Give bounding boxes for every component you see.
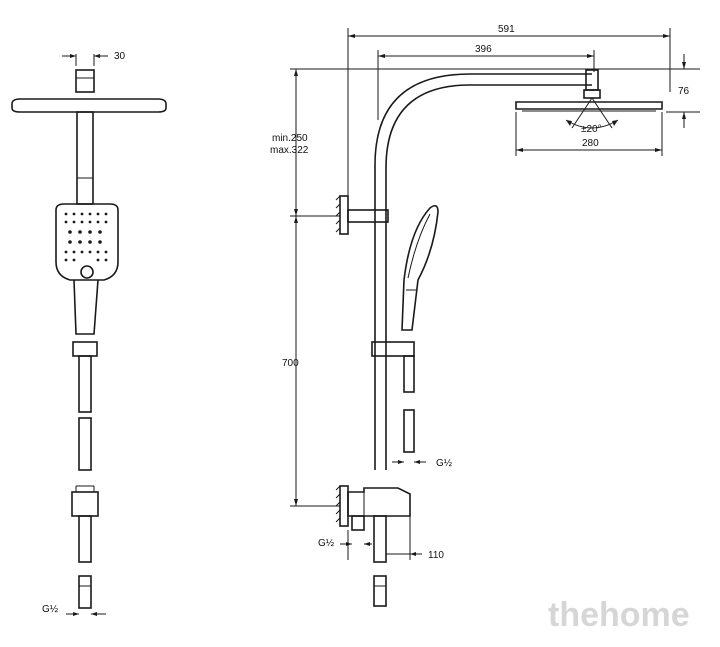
- front-hand-shower-handle: [73, 279, 99, 335]
- side-head-connector: [585, 69, 599, 91]
- side-wall-bracket-lower: [339, 485, 349, 527]
- front-hand-shower-head: [55, 203, 119, 281]
- dim-thread-hose: G½: [436, 458, 453, 469]
- dim-height-max: max.322: [270, 145, 309, 156]
- front-rain-head: [11, 98, 167, 113]
- side-view: 591 396 ±20° 76: [270, 24, 700, 607]
- side-rain-head: [515, 101, 663, 110]
- front-diverter: [71, 491, 99, 517]
- front-hose-segment: [78, 355, 92, 413]
- front-head-connector: [75, 69, 95, 93]
- side-slider-bracket: [371, 341, 415, 357]
- side-hose-segment: [403, 409, 415, 453]
- front-spray-nozzles: [64, 212, 108, 262]
- side-riser-clamp: [347, 209, 389, 223]
- side-riser-arm-outer: [374, 73, 592, 470]
- dim-tilt-angle: ±20°: [581, 124, 602, 135]
- side-wall-bracket-upper: [339, 195, 349, 235]
- front-slider-bracket: [72, 341, 98, 357]
- side-lower-hose: [373, 515, 387, 563]
- dim-width-591: 591: [498, 24, 515, 35]
- front-hose-segment: [78, 417, 92, 471]
- side-hose-segment: [403, 355, 415, 393]
- watermark-logo: thehome: [548, 596, 690, 634]
- side-hand-shower: [401, 204, 439, 331]
- dim-arm-30: 30: [114, 51, 126, 62]
- dim-width-396: 396: [475, 44, 492, 55]
- side-outlet-fitting: [351, 515, 365, 531]
- front-view: 30 G½: [11, 51, 167, 616]
- front-inlet-fitting: [78, 575, 92, 609]
- dim-height-700: 700: [282, 358, 299, 369]
- dim-depth-110: 110: [428, 550, 444, 561]
- dim-head-width-280: 280: [582, 138, 599, 149]
- side-inlet-fitting: [373, 575, 387, 607]
- side-diverter-valve: [347, 487, 411, 517]
- dim-head-height-76: 76: [678, 86, 690, 97]
- side-riser-arm-inner: [385, 84, 592, 470]
- front-spray-selector-button: [80, 265, 94, 279]
- dim-height-min: min.250: [272, 133, 308, 144]
- front-riser-upper: [76, 111, 94, 205]
- front-lower-hose: [78, 515, 92, 563]
- dim-thread-front: G½: [42, 604, 59, 615]
- dim-thread-inlet: G½: [318, 538, 335, 549]
